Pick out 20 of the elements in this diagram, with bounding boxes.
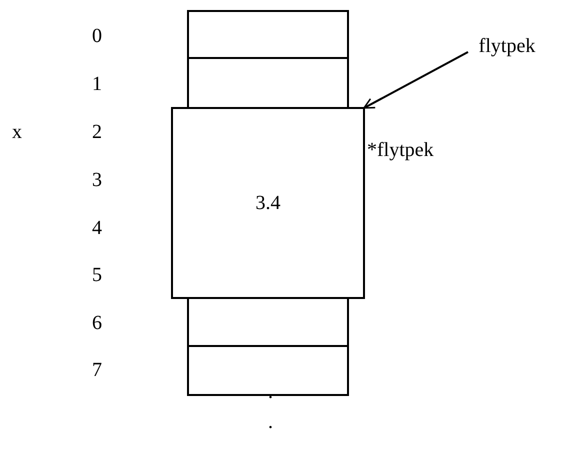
index-number: 6	[92, 313, 102, 333]
memory-block	[171, 107, 365, 299]
index-number: 1	[92, 74, 102, 94]
memory-cell	[187, 10, 349, 59]
index-number: 5	[92, 265, 102, 285]
index-number: 4	[92, 218, 102, 238]
index-number: 0	[92, 26, 102, 46]
value-label: 3.4	[256, 192, 280, 214]
continuation-dot: .	[268, 412, 273, 432]
index-number: 3	[92, 170, 102, 190]
index-number: 2	[92, 122, 102, 142]
continuation-dot: .	[268, 382, 273, 402]
pointer-arrow	[363, 51, 468, 109]
memory-cell	[187, 57, 349, 109]
memory-cell	[187, 345, 349, 396]
variable-name: x	[12, 122, 22, 142]
pointer-label: *flytpek	[367, 140, 434, 160]
index-number: 7	[92, 360, 102, 380]
pointer-label: flytpek	[472, 34, 542, 58]
memory-cell	[187, 297, 349, 347]
